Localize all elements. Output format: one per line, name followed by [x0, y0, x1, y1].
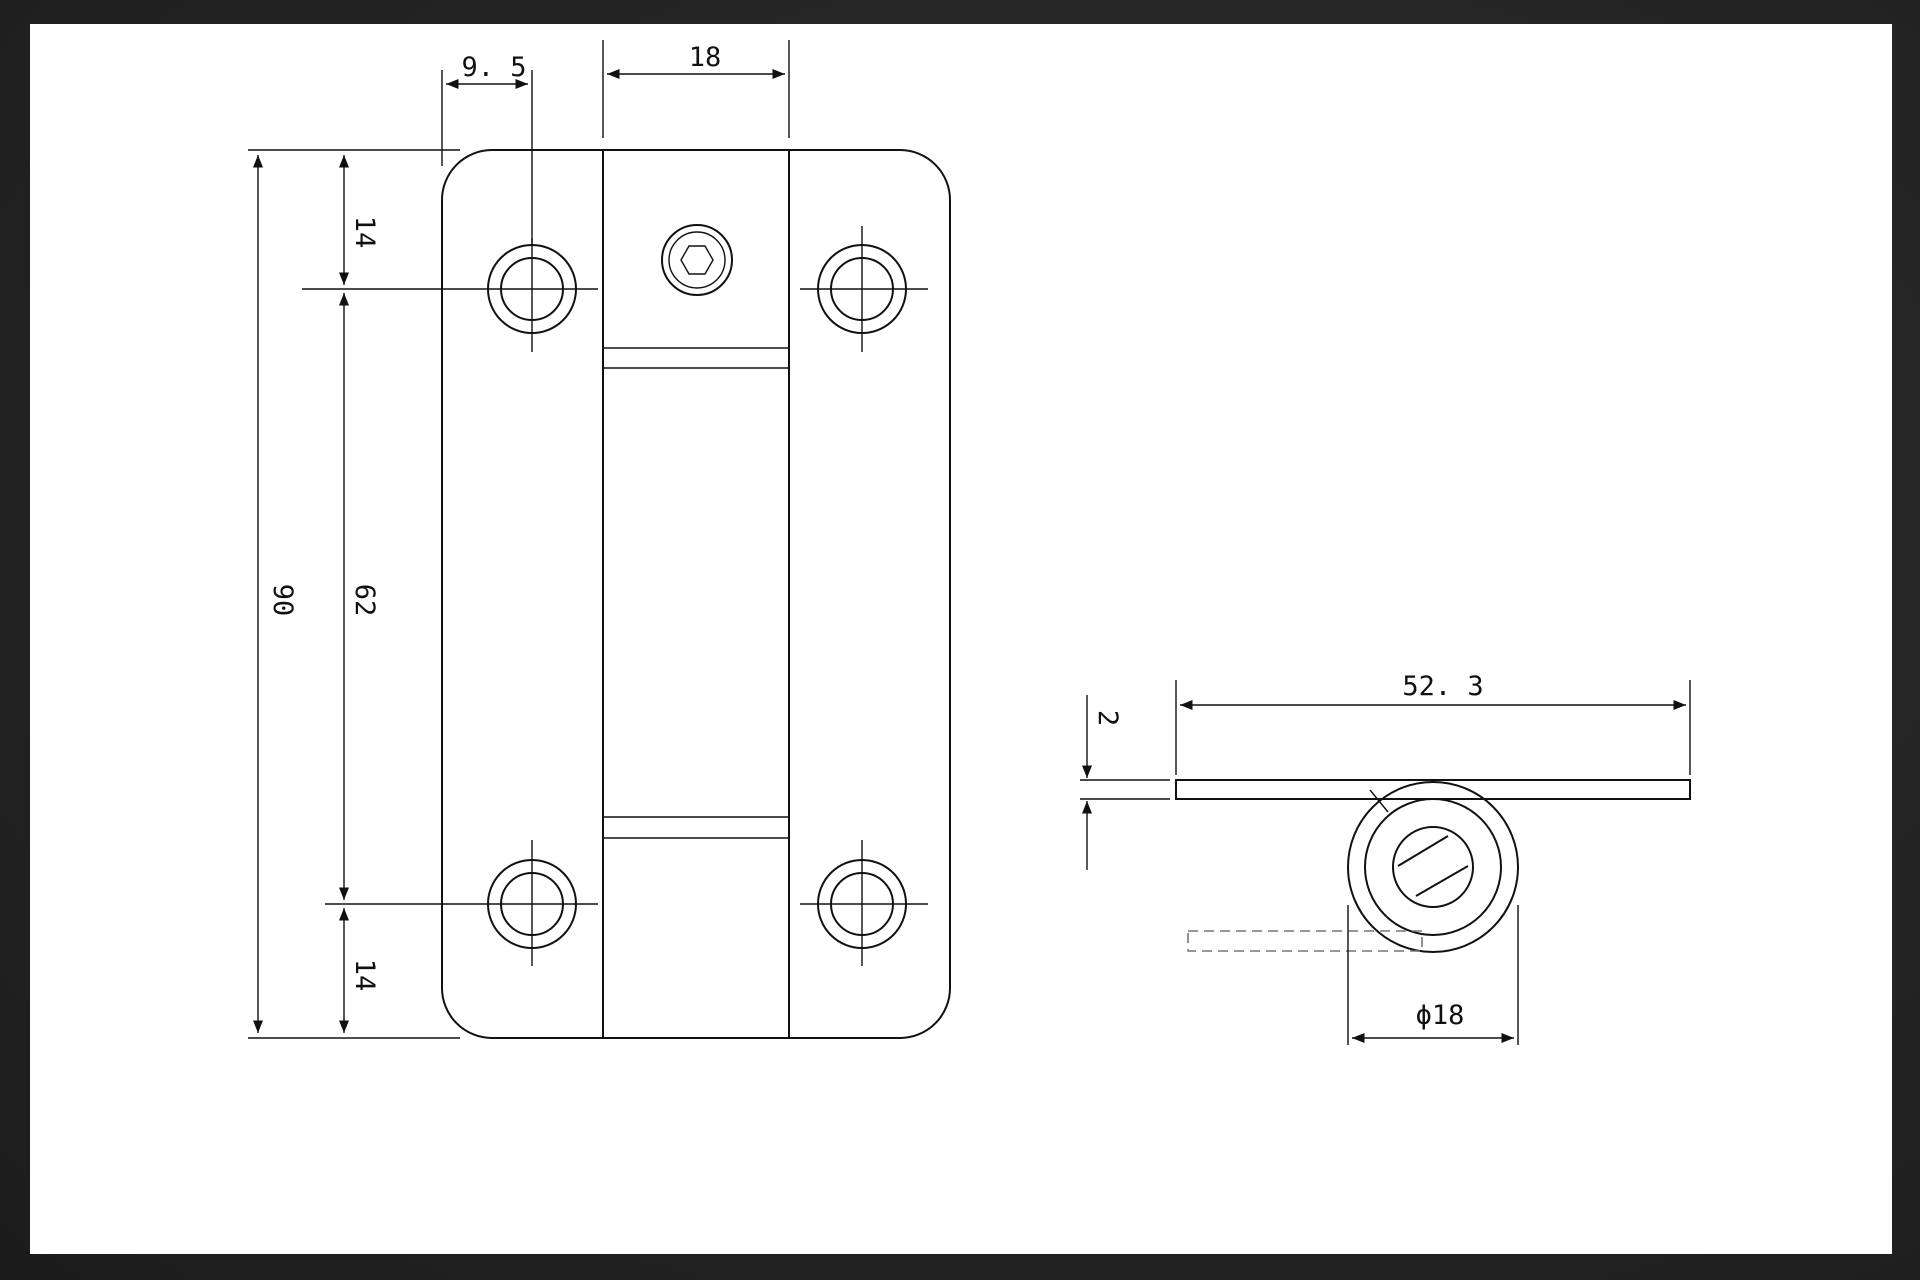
dimension-hole-offset-x: 9. 5	[461, 52, 526, 83]
front-view: 9. 5 18 90 14 62 14	[248, 40, 951, 1039]
slotted-screw-icon	[1392, 826, 1474, 908]
dimension-hole-offset-bottom: 14	[349, 959, 380, 992]
mounting-hole-top-right	[800, 226, 928, 352]
drawing-sheet	[30, 24, 1892, 1254]
dimension-knuckle-width: 18	[689, 42, 722, 73]
knuckle-inner	[1364, 798, 1502, 936]
dimension-knuckle-diameter: ϕ18	[1416, 1000, 1465, 1031]
hex-socket-screw-icon	[661, 224, 733, 296]
knuckle-outer	[1347, 781, 1519, 953]
dimension-hole-offset-top: 14	[349, 216, 380, 249]
dimension-thickness: 2	[1092, 710, 1123, 726]
hinge-plate-outline	[441, 149, 951, 1039]
mounting-hole-bottom-right	[800, 840, 928, 966]
hidden-leaf-open-position	[1187, 930, 1423, 952]
side-view: 52. 3 2 ϕ18	[1080, 671, 1691, 1045]
dimension-overall-height: 90	[267, 584, 298, 617]
dimension-hole-spacing: 62	[349, 584, 380, 617]
dimension-leaf-length: 52. 3	[1402, 671, 1483, 702]
knuckle-seam	[1369, 789, 1389, 813]
mounting-hole-bottom-left	[325, 840, 598, 966]
